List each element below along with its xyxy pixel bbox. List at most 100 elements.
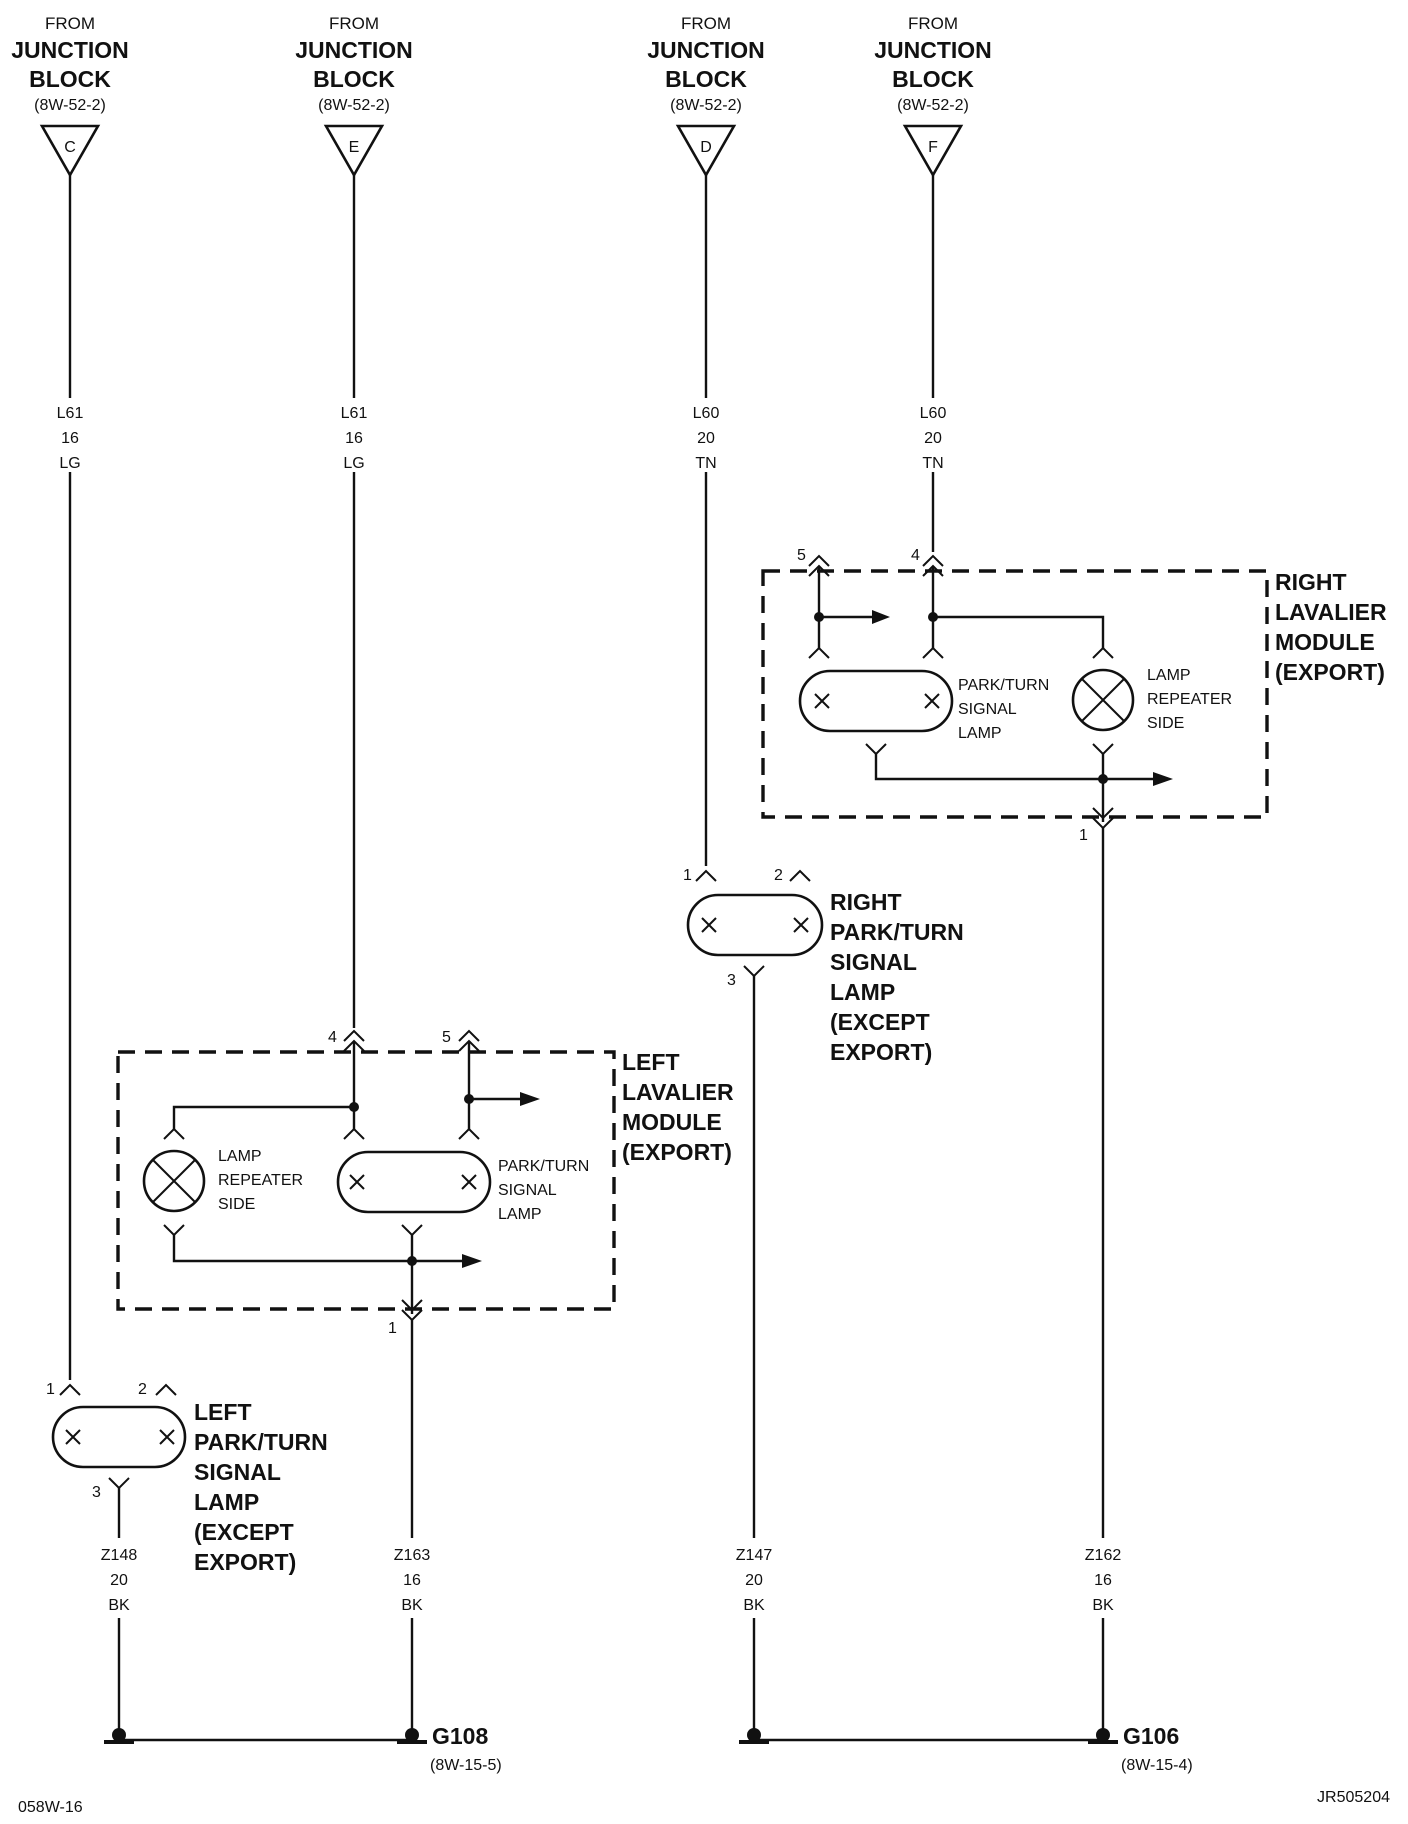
wire-gauge: 16 — [345, 430, 363, 447]
upper-wires — [68, 175, 935, 1380]
pin-3-mark — [108, 1477, 130, 1490]
connector-from-label: FROM — [908, 14, 958, 33]
connector-ref: (8W-52-2) — [34, 97, 106, 114]
connector-name: JUNCTION — [11, 37, 129, 63]
lamp-title: (EXCEPT — [830, 1009, 930, 1035]
park-turn-lamp-icon — [336, 1150, 492, 1214]
lamp-title: PARK/TURN — [830, 919, 964, 945]
module-title: MODULE — [1275, 629, 1375, 655]
lower-wire-gaps — [100, 1540, 1126, 1616]
park-turn-lamp-icon — [686, 893, 824, 957]
terminal-mark — [865, 743, 887, 756]
pin-label: 3 — [92, 1484, 101, 1501]
pin-label: 1 — [388, 1320, 397, 1337]
pin-label: 4 — [328, 1029, 337, 1046]
wire-color: BK — [743, 1597, 765, 1614]
connector-letter: D — [700, 139, 712, 156]
wire-label-z163: Z163 16 BK — [394, 1547, 431, 1614]
terminal-mark — [343, 1127, 365, 1140]
connector-ref: (8W-52-2) — [670, 97, 742, 114]
lamp-title: LAMP — [830, 979, 895, 1005]
lamp-label: REPEATER — [1147, 691, 1232, 708]
terminal-mark — [808, 646, 830, 659]
lamp-cross-icon — [1081, 678, 1125, 722]
lamp-label: LAMP — [498, 1206, 542, 1223]
lamp-title: EXPORT) — [830, 1039, 932, 1065]
lamp-title: EXPORT) — [194, 1549, 296, 1575]
wire-circuit: L60 — [693, 405, 720, 422]
arrow-icon — [462, 1254, 482, 1268]
terminal-mark — [458, 1127, 480, 1140]
lamp-cross-icon — [152, 1159, 196, 1203]
wire-color: LG — [343, 455, 364, 472]
wire-label-z162: Z162 16 BK — [1085, 1547, 1122, 1614]
connector-name2: BLOCK — [313, 66, 395, 92]
wire-color: BK — [108, 1597, 130, 1614]
lamp-label: LAMP — [958, 725, 1002, 742]
wire-circuit: L60 — [920, 405, 947, 422]
connector-letter: C — [64, 139, 76, 156]
connector-triangle-icon — [902, 124, 964, 178]
connector-c: FROM JUNCTION BLOCK (8W-52-2) C — [11, 14, 129, 178]
pin-label: 1 — [683, 867, 692, 884]
park-turn-lamp-icon — [798, 669, 954, 733]
connector-e: FROM JUNCTION BLOCK (8W-52-2) E — [295, 14, 413, 178]
lamp-title: LAMP — [194, 1489, 259, 1515]
connector-ref: (8W-52-2) — [318, 97, 390, 114]
lamp-label: SIDE — [218, 1196, 255, 1213]
filament-x-icon — [814, 693, 940, 709]
park-turn-lamp-icon — [51, 1405, 187, 1469]
filament-x-icon — [701, 917, 809, 933]
wire-color: TN — [922, 455, 943, 472]
wire-circuit: Z147 — [736, 1547, 773, 1564]
connector-triangle-icon — [39, 124, 101, 178]
connector-from-label: FROM — [329, 14, 379, 33]
terminal-mark — [922, 646, 944, 659]
module-title: MODULE — [622, 1109, 722, 1135]
wire-gauge: 20 — [745, 1572, 763, 1589]
module-boundary — [761, 569, 1269, 819]
connector-name: JUNCTION — [295, 37, 413, 63]
pin-label: 5 — [797, 547, 806, 564]
terminal-mark — [401, 1224, 423, 1237]
connector-name2: BLOCK — [29, 66, 111, 92]
connector-name2: BLOCK — [892, 66, 974, 92]
module-title: LAVALIER — [622, 1079, 734, 1105]
terminal-mark — [163, 1224, 185, 1237]
module-boundary — [116, 1050, 616, 1311]
connector-triangle-icon — [675, 124, 737, 178]
pin-1-mark — [59, 1383, 81, 1396]
connector-letter: F — [928, 139, 938, 156]
module-title: LAVALIER — [1275, 599, 1387, 625]
module-title: RIGHT — [1275, 569, 1347, 595]
connector-f: FROM JUNCTION BLOCK (8W-52-2) F — [874, 14, 992, 178]
wire-label-l61-right: L61 16 LG — [341, 405, 368, 472]
connector-from-label: FROM — [45, 14, 95, 33]
wire-gauge: 20 — [110, 1572, 128, 1589]
arrow-icon — [872, 610, 890, 624]
lamp-title: LEFT — [194, 1399, 252, 1425]
module-title: (EXPORT) — [622, 1139, 732, 1165]
lamp-title: PARK/TURN — [194, 1429, 328, 1455]
right-lavalier-module: 5 4 PARK/TURN SIGNAL LAMP LAMP REPEATER … — [761, 547, 1387, 844]
wire-color: BK — [401, 1597, 423, 1614]
filament-x-icon — [65, 1429, 175, 1445]
connector-triangle-icon — [323, 124, 385, 178]
wire-gauge: 20 — [697, 430, 715, 447]
wire-circuit: Z162 — [1085, 1547, 1122, 1564]
lamp-label: LAMP — [1147, 667, 1191, 684]
connector-name: JUNCTION — [874, 37, 992, 63]
ground-node-dot — [747, 1728, 761, 1742]
wire-label-l60-left: L60 20 TN — [693, 405, 720, 472]
pin-label: 1 — [1079, 827, 1088, 844]
ground-name: G108 — [432, 1723, 488, 1749]
wire-circuit: Z148 — [101, 1547, 138, 1564]
wire-label-z147: Z147 20 BK — [736, 1547, 773, 1614]
pin-label: 2 — [774, 867, 783, 884]
lamp-title: RIGHT — [830, 889, 902, 915]
wire-color: BK — [1092, 1597, 1114, 1614]
lamp-title: SIGNAL — [194, 1459, 281, 1485]
lamp-label: LAMP — [218, 1148, 262, 1165]
wire-color: LG — [59, 455, 80, 472]
